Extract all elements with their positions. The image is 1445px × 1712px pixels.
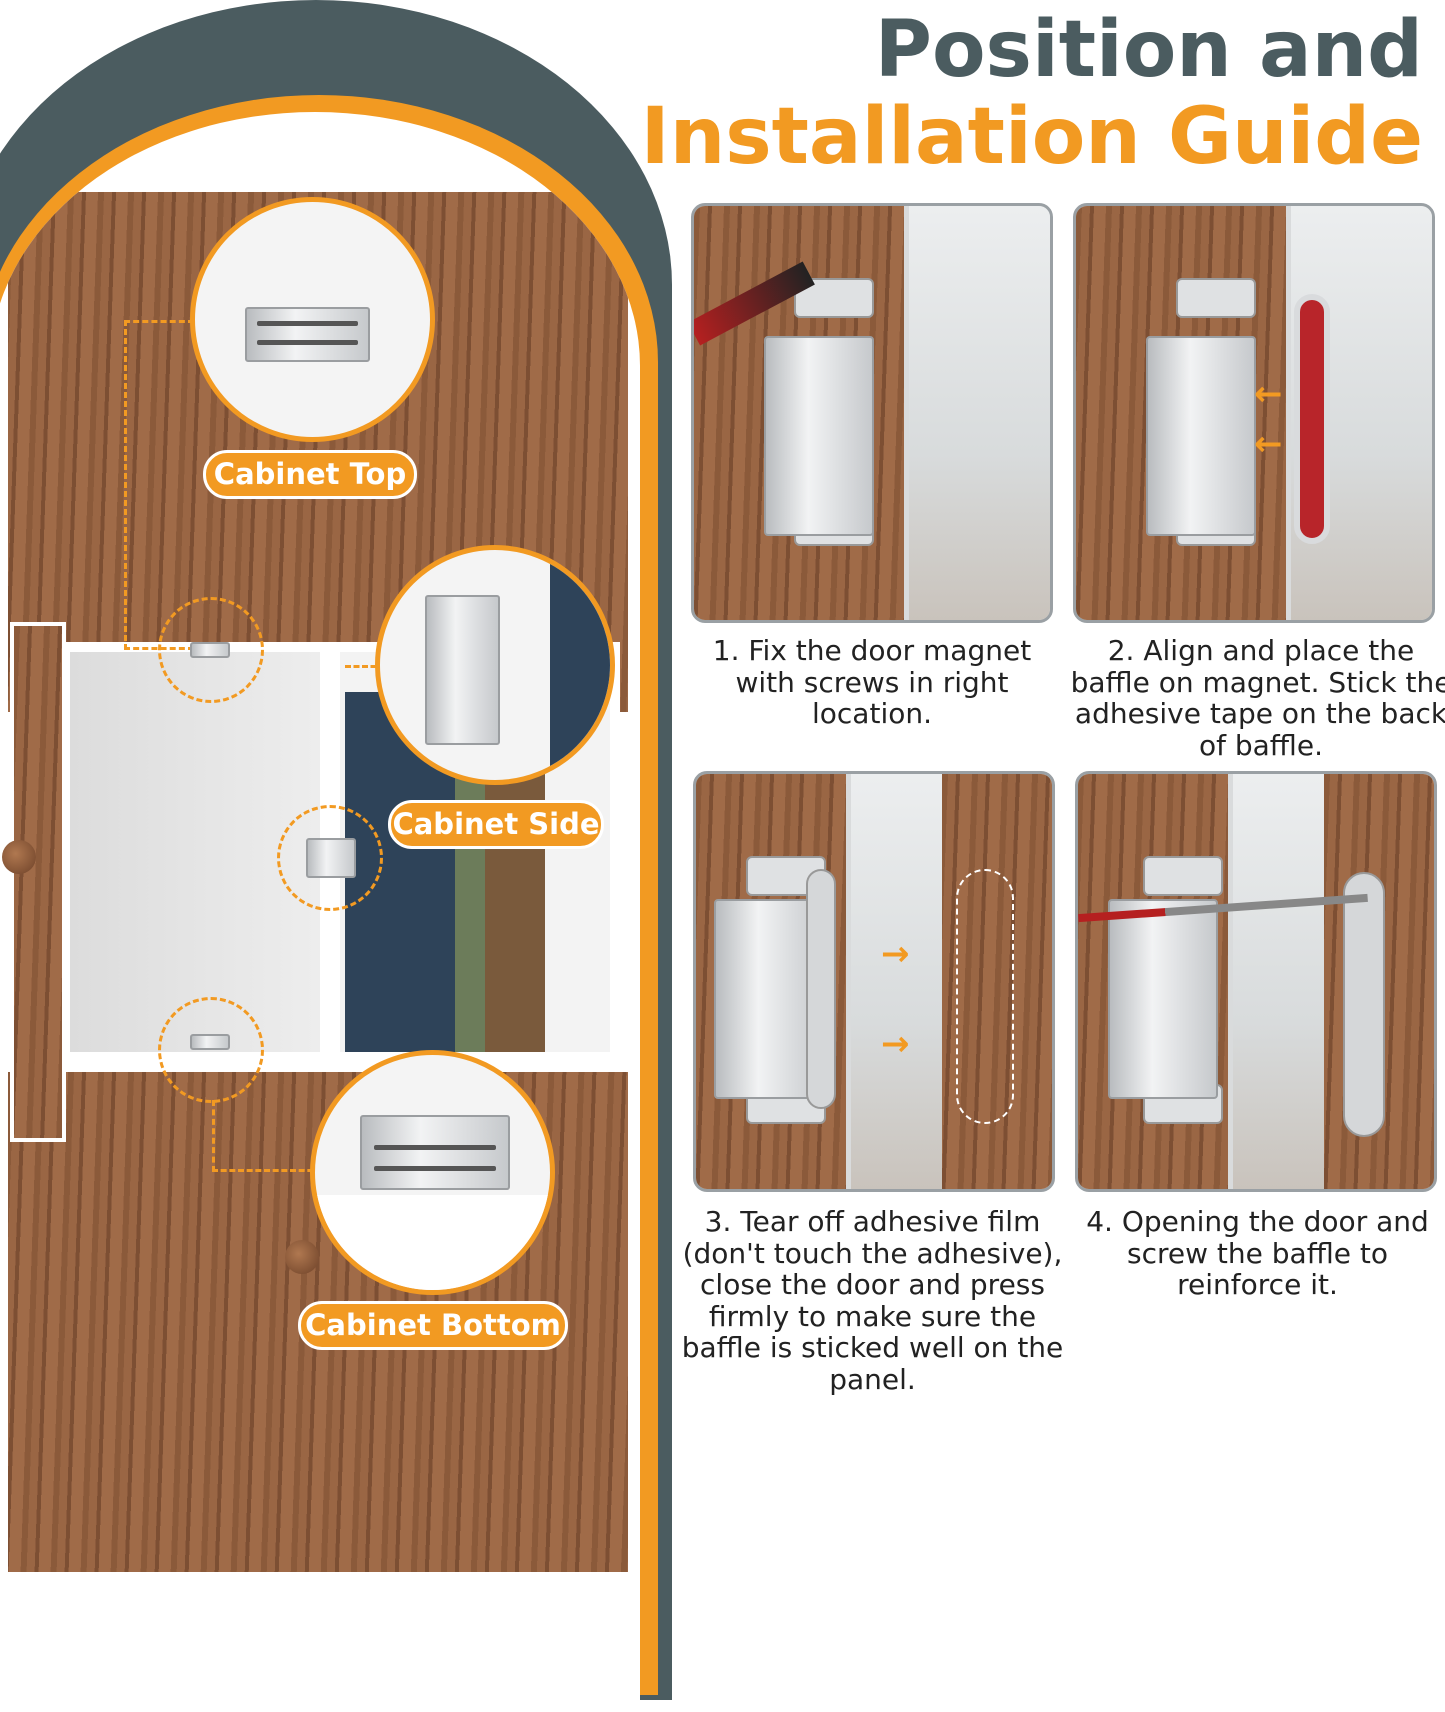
title-line-2: Installation Guide bbox=[640, 92, 1423, 182]
step-1-caption: 1. Fix the door magnet with screws in ri… bbox=[712, 634, 1032, 730]
arrow-left-icon: ← bbox=[1254, 374, 1283, 414]
title-line-1: Position and bbox=[874, 5, 1423, 95]
zoom-circle-top bbox=[190, 197, 435, 442]
magnet-icon bbox=[425, 595, 500, 745]
baffle-adhesive bbox=[1294, 294, 1330, 544]
label-cabinet-bottom: Cabinet Bottom bbox=[298, 1301, 568, 1350]
magnet-icon bbox=[1146, 336, 1256, 536]
magnet-icon bbox=[190, 642, 230, 658]
zoom-circle-side bbox=[375, 545, 615, 785]
highlight-circle-top bbox=[158, 597, 264, 703]
step-3-caption: 3. Tear off adhesive film (don't touch t… bbox=[681, 1205, 1064, 1396]
step-4-image bbox=[1075, 771, 1437, 1192]
step-2-image: ← ← bbox=[1073, 203, 1435, 623]
step-4-caption: 4. Opening the door and screw the baffle… bbox=[1086, 1205, 1429, 1301]
door-knob-icon bbox=[2, 840, 36, 874]
baffle-outline bbox=[956, 869, 1014, 1124]
step-1-image bbox=[691, 203, 1053, 623]
highlight-circle-bottom bbox=[158, 997, 264, 1103]
door-knob-icon bbox=[285, 1240, 319, 1274]
magnet-icon bbox=[190, 1034, 230, 1050]
open-door bbox=[10, 622, 66, 1142]
baffle bbox=[806, 869, 836, 1109]
magnet-icon bbox=[1108, 899, 1218, 1099]
arrow-right-icon: → bbox=[881, 934, 910, 974]
baffle bbox=[1343, 872, 1385, 1137]
arrow-left-icon: ← bbox=[1254, 424, 1283, 464]
magnet-icon bbox=[714, 899, 824, 1099]
connector-line bbox=[124, 320, 194, 650]
magnet-icon bbox=[306, 838, 356, 878]
label-cabinet-top: Cabinet Top bbox=[203, 450, 417, 499]
zoom-circle-bottom bbox=[310, 1050, 555, 1295]
magnet-icon bbox=[245, 307, 370, 362]
connector-line bbox=[212, 1100, 322, 1172]
step-3-image: → → bbox=[693, 771, 1055, 1192]
label-cabinet-side: Cabinet Side bbox=[388, 800, 604, 849]
step-2-caption: 2. Align and place the baffle on magnet.… bbox=[1070, 634, 1445, 762]
magnet-icon bbox=[764, 336, 874, 536]
highlight-circle-side bbox=[277, 805, 383, 911]
connector-line bbox=[345, 665, 385, 668]
magnet-icon bbox=[360, 1115, 510, 1190]
arrow-right-icon: → bbox=[881, 1024, 910, 1064]
